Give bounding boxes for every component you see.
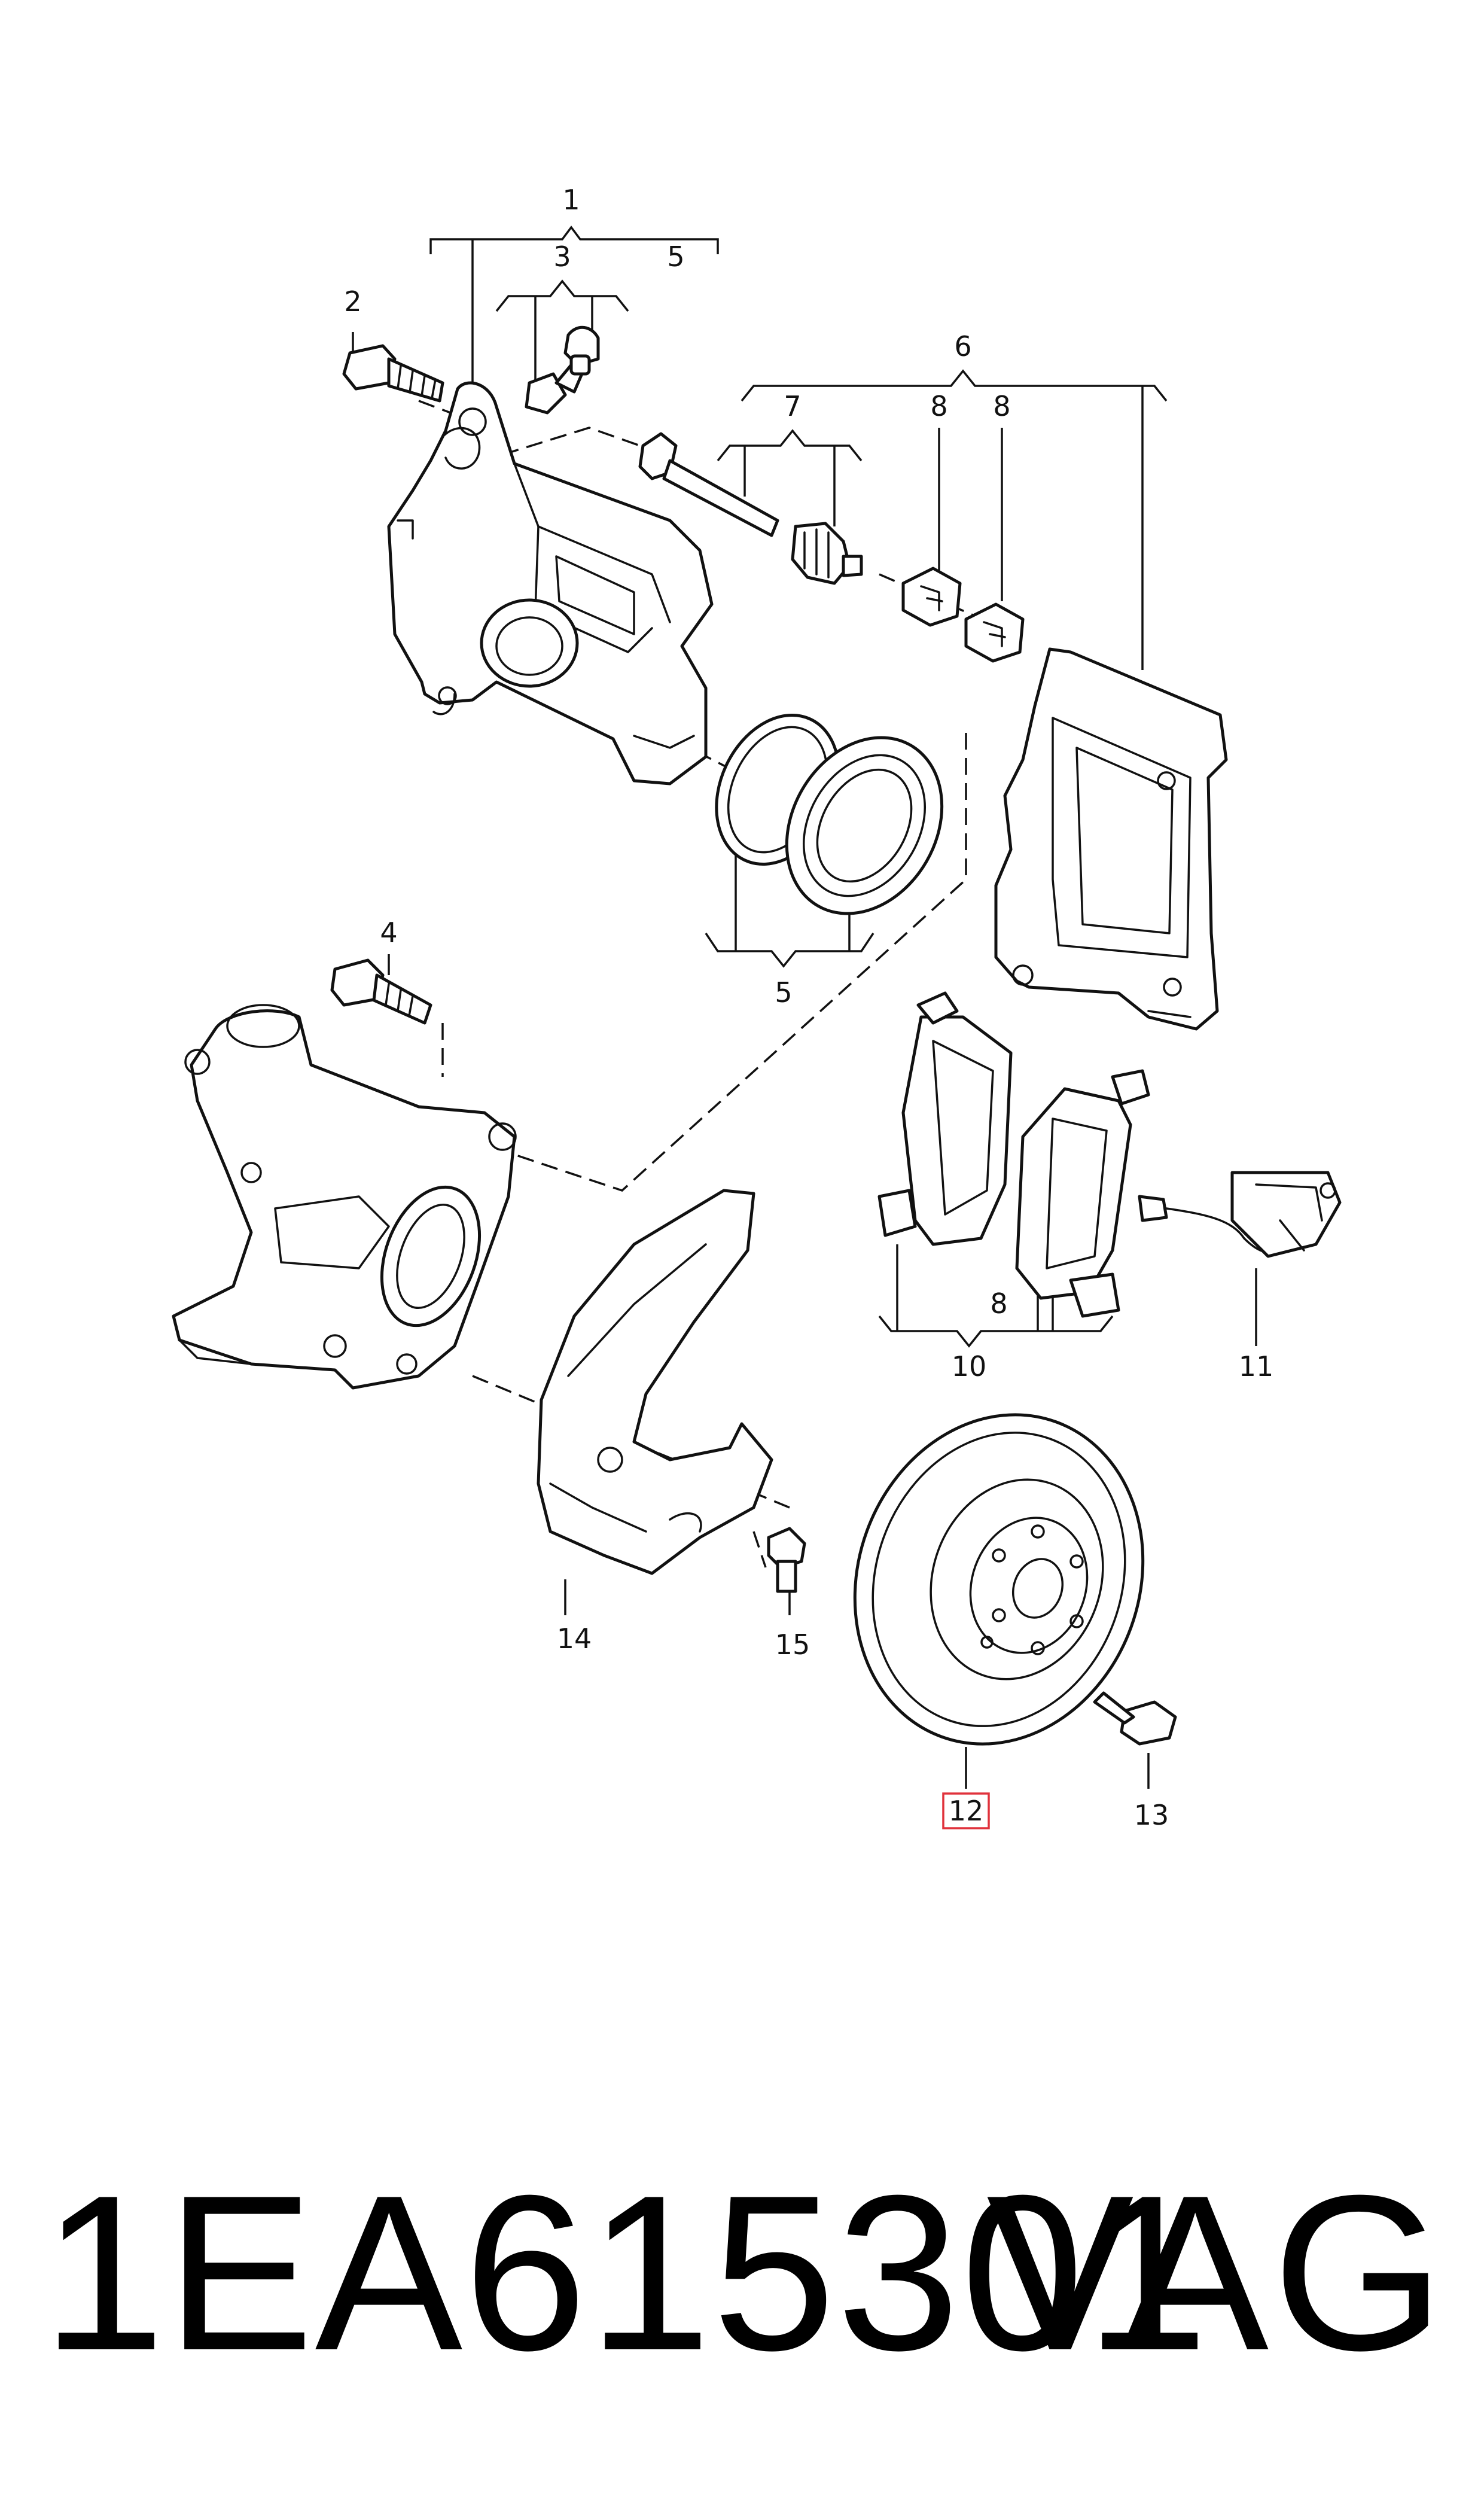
label-4: 4 [380,917,397,949]
wear-sensor [1138,1171,1342,1258]
brand-name: VAG [986,2149,1448,2397]
bleed-valve [525,325,600,415]
carrier-bolt [330,958,432,1025]
label-8-top-2: 8 [993,390,1010,422]
label-13: 13 [1134,1799,1169,1831]
label-8-top-1: 8 [930,390,947,422]
label-3: 3 [553,240,571,273]
label-8-bottom: 8 [990,1287,1007,1320]
label-5-bottom: 5 [775,976,792,1009]
brake-pad-inner [1015,1069,1150,1318]
label-12-highlight [942,1792,990,1829]
steering-knuckle [172,1004,517,1390]
brake-pad-outer [877,991,1013,1246]
label-7: 7 [784,390,801,422]
label-6: 6 [954,330,971,363]
callout-labels: 1 2 3 5 6 7 8 8 4 5 8 10 11 14 15 12 13 [344,184,1273,1831]
brake-caliper [387,381,714,785]
brake-assembly-diagram: 1 2 3 5 6 7 8 8 4 5 8 10 11 14 15 12 13 [172,184,1342,1831]
label-15: 15 [775,1628,810,1661]
piston-boot [785,736,944,915]
splash-shield [537,1189,773,1575]
label-10: 10 [952,1350,987,1383]
label-1: 1 [562,184,580,216]
caption-bar: 1EA615301 VAG [0,2130,1484,2441]
pad-clip-top-2 [964,602,1025,663]
part-number: 1EA615301 [42,2149,1210,2397]
label-14: 14 [557,1622,592,1655]
disc-screw [1093,1691,1177,1746]
label-11: 11 [1239,1350,1274,1383]
guide-pin-set [638,432,863,585]
brake-disc [853,1413,1145,1746]
caliper-carrier [994,647,1228,1031]
leader-lines [352,226,1257,1789]
pad-clip-top-1 [901,567,962,627]
caliper-bolt [342,344,444,403]
label-5-top: 5 [667,240,684,273]
label-2: 2 [344,285,361,318]
shield-bolt [767,1527,806,1593]
label-12: 12 [949,1795,984,1827]
